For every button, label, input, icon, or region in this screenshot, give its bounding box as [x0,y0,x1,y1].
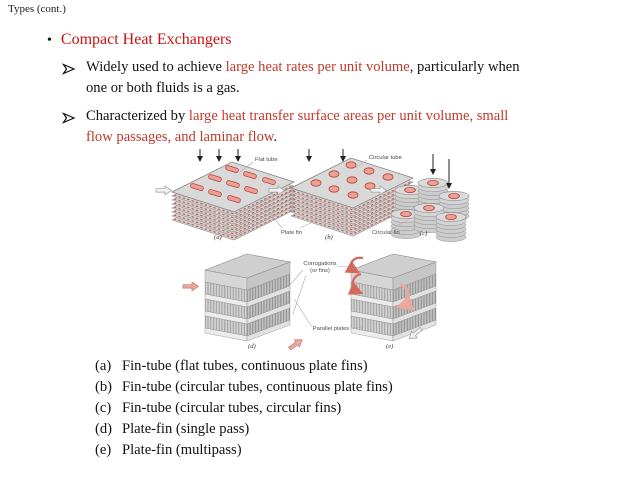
text-segment: , particularly when [409,59,520,75]
caption-a: (a) [214,234,222,241]
caption-d: (d) [248,343,256,350]
list-item-label: (b) [95,379,113,395]
heat-exchanger-figure: Flat tube Circular tube Plate fin Circul… [155,149,470,352]
bullet-title: Compact Heat Exchangers [60,31,232,48]
list-item-text: Fin-tube (circular tubes, continuous pla… [122,379,393,395]
figure-key-list: (a) Fin-tube (flat tubes, continuous pla… [95,356,393,461]
main-bullet: • Compact Heat Exchangers [47,31,232,49]
bullet-dot-icon: • [47,33,52,48]
list-item-text: Plate-fin (single pass) [122,421,250,437]
label-flat-tube: Flat tube [255,157,278,163]
text-segment: Characterized by [86,108,189,124]
slide-header: Types (cont.) [8,3,66,15]
label-corrugations-1: Corrugations [303,261,336,267]
caption-b: (b) [325,234,333,241]
list-item: (a) Fin-tube (flat tubes, continuous pla… [95,356,393,377]
list-item: (c) Fin-tube (circular tubes, circular f… [95,398,393,419]
diagram-fin-tube-circular [268,149,413,236]
diagram-fin-tube-flat [155,149,294,240]
diagram-fin-tube-circular-fins [370,154,470,243]
list-item-label: (d) [95,421,113,437]
list-item-label: (a) [95,358,112,374]
flow-arrow-icon [286,335,306,352]
sub-bullet-arrow-icon [61,61,76,82]
sub-bullet-1: Widely used to achieve large heat rates … [61,57,587,99]
label-circular-fin: Circular fin [372,230,400,236]
diagram-plate-fin-multipass [344,253,437,343]
text-segment: one or both fluids is a gas. [86,80,240,96]
text-segment: . [273,129,278,145]
text-segment: large heat rates per unit volume [225,59,410,75]
label-parallel-plates: Parallel plates [313,326,350,332]
list-item-label: (e) [95,442,112,458]
list-item: (d) Plate-fin (single pass) [95,419,393,440]
diagram-plate-fin-single [182,253,306,352]
sub-bullet-arrow-icon [61,110,76,131]
list-item-text: Fin-tube (flat tubes, continuous plate f… [122,358,368,374]
text-segment: flow passages, and laminar flow [86,129,274,145]
flow-arrow-icon [182,281,199,292]
list-item: (e) Plate-fin (multipass) [95,440,393,461]
sub-bullet-text: Widely used to achieve large heat rates … [86,57,587,99]
flow-arrow-icon [155,185,172,196]
text-segment: Widely used to achieve [86,59,226,75]
sub-bullet-text: Characterized by large heat transfer sur… [86,106,587,148]
label-plate-fin: Plate fin [281,230,302,236]
list-item-label: (c) [95,400,112,416]
caption-c: (c) [420,230,427,237]
label-circular-tube: Circular tube [369,155,402,161]
list-item: (b) Fin-tube (circular tubes, continuous… [95,377,393,398]
caption-e: (e) [386,343,393,350]
label-corrugations-2: (or fins) [310,268,330,274]
text-segment: large heat transfer surface areas per un… [188,108,509,124]
list-item-text: Plate-fin (multipass) [122,442,242,458]
sub-bullet-2: Characterized by large heat transfer sur… [61,106,587,148]
list-item-text: Fin-tube (circular tubes, circular fins) [122,400,342,416]
